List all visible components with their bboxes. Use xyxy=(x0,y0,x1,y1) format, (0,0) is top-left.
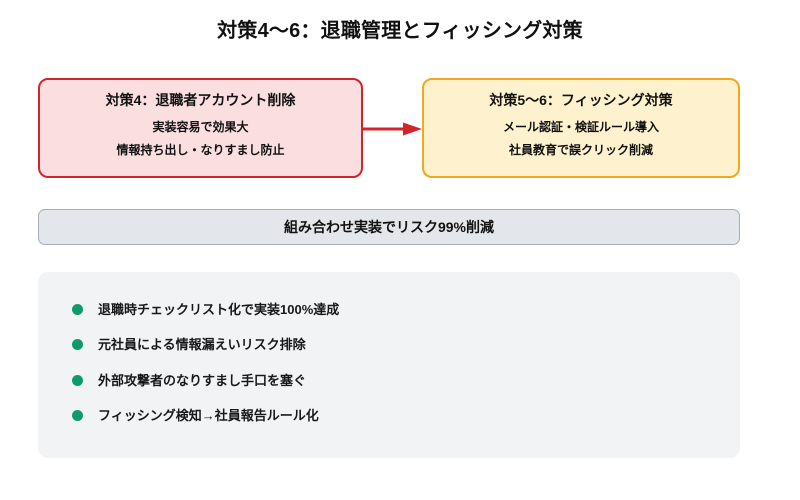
list-item-label: 外部攻撃者のなりすまし手口を塞ぐ xyxy=(98,372,307,388)
arrow-right-icon xyxy=(363,122,423,136)
bullet-dot-icon xyxy=(72,303,83,315)
bullet-dot-icon xyxy=(72,410,83,421)
summary-banner-text: 組み合わせ実装でリスク99%削減 xyxy=(283,219,495,235)
measure-card-left-line-1: 実装容易で効果大 xyxy=(152,119,249,134)
measure-card-right-line-2: 社員教育で誤クリック削減 xyxy=(508,143,653,158)
summary-banner: 組み合わせ実装でリスク99%削減 xyxy=(38,209,740,245)
list-item-label: フィッシング検知→社員報告ルール化 xyxy=(98,408,319,423)
list-item-label: 退職時チェックリスト化で実装100%達成 xyxy=(98,301,340,317)
benefits-panel: 退職時チェックリスト化で実装100%達成 元社員による情報漏えいリスク排除 外部… xyxy=(38,272,740,458)
benefits-list: 退職時チェックリスト化で実装100%達成 元社員による情報漏えいリスク排除 外部… xyxy=(72,299,339,426)
list-item: フィッシング検知→社員報告ルール化 xyxy=(72,406,339,426)
list-item: 退職時チェックリスト化で実装100%達成 xyxy=(72,299,339,319)
bullet-dot-icon xyxy=(72,339,83,350)
measure-card-right-line-1: メール認証・検証ルール導入 xyxy=(502,119,659,134)
page-title: 対策4〜6：退職管理とフィッシング対策 xyxy=(217,20,583,42)
list-item-label: 元社員による情報漏えいリスク排除 xyxy=(98,337,306,352)
measure-card-right-heading: 対策5〜6：フィッシング対策 xyxy=(489,92,673,108)
measure-card-left-line-2: 情報持ち出し・なりすまし防止 xyxy=(116,143,285,158)
bullet-dot-icon xyxy=(72,374,83,386)
measure-card-right: 対策5〜6：フィッシング対策 メール認証・検証ルール導入 社員教育で誤クリック削… xyxy=(422,78,740,178)
measure-card-left: 対策4：退職者アカウント削除 実装容易で効果大 情報持ち出し・なりすまし防止 xyxy=(38,78,363,178)
measure-card-left-heading: 対策4：退職者アカウント削除 xyxy=(105,92,296,108)
list-item: 元社員による情報漏えいリスク排除 xyxy=(72,335,339,355)
list-item: 外部攻撃者のなりすまし手口を塞ぐ xyxy=(72,370,339,390)
